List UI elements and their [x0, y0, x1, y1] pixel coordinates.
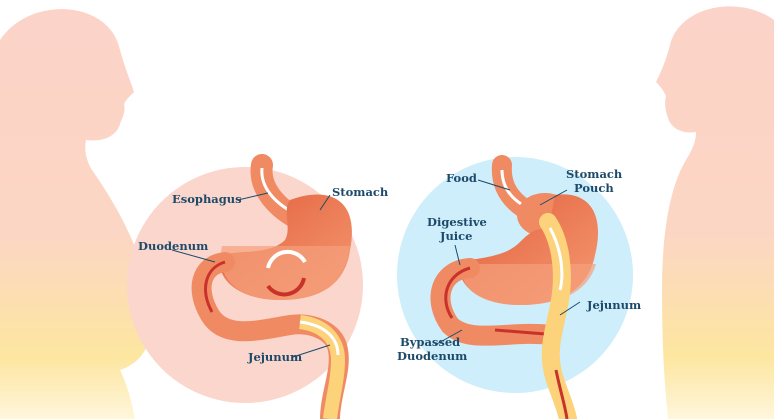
label-food: Food [446, 171, 477, 185]
label-jejunum: Jejunum [247, 350, 302, 364]
label-digestive-juice-2: Juice [439, 229, 473, 243]
label-stomach-pouch-1: Stomach [566, 167, 623, 181]
churning-arrow-icon [266, 249, 307, 269]
bypassed-duodenum [430, 258, 560, 346]
person-silhouette-after [656, 6, 774, 419]
label-esophagus: Esophagus [172, 192, 242, 206]
label-digestive-juice-1: Digestive [427, 215, 487, 229]
person-silhouette-before [0, 9, 153, 419]
label-stomach: Stomach [332, 185, 389, 199]
label-bypassed-duodenum-1: Bypassed [400, 335, 460, 349]
label-stomach-pouch-2: Pouch [574, 181, 614, 195]
label-jejunum-after: Jejunum [586, 298, 641, 312]
label-duodenum: Duodenum [138, 239, 208, 253]
label-bypassed-duodenum-2: Duodenum [397, 349, 467, 363]
